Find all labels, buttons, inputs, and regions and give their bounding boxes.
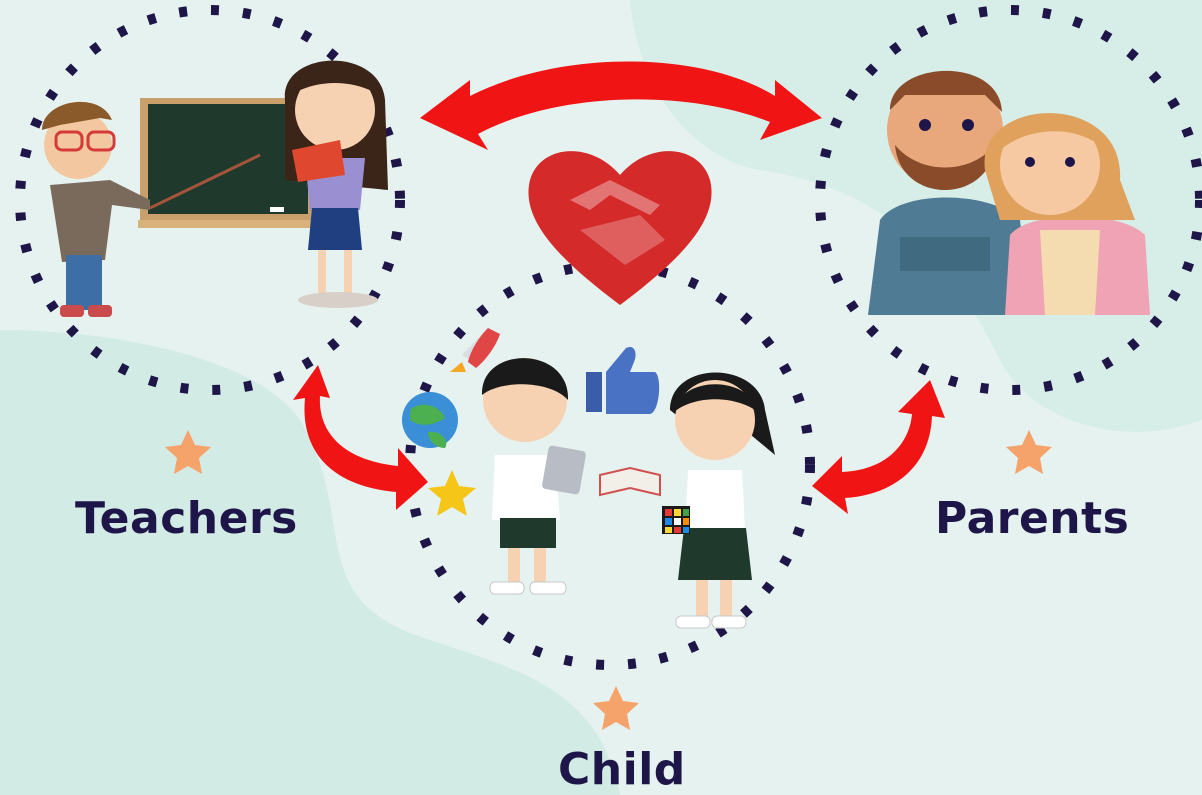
teachers-dotted-circle — [15, 5, 405, 395]
teacher-woman — [284, 60, 388, 308]
rocket-icon — [450, 328, 500, 372]
child-illustration — [402, 328, 775, 629]
child-label: Child — [558, 744, 686, 795]
child-dotted-circle — [405, 260, 815, 670]
arrows — [293, 61, 945, 514]
girl-student — [662, 372, 775, 629]
boy-student — [481, 358, 586, 595]
rubiks-cube-icon — [662, 506, 690, 534]
teachers-parents-arrow — [420, 61, 822, 150]
child-star-icon — [593, 686, 639, 730]
tablet-icon — [542, 445, 586, 495]
parents-label: Parents — [935, 493, 1130, 544]
teachers-illustration — [42, 60, 388, 317]
book-icon — [599, 466, 661, 497]
teachers-child-arrow — [293, 365, 428, 510]
dotted-circles — [15, 5, 1202, 670]
star-icon — [428, 470, 476, 516]
globe-icon — [402, 392, 458, 448]
parents-illustration — [868, 70, 1150, 315]
teachers-star-icon — [165, 430, 211, 474]
parents-child-arrow — [812, 380, 945, 514]
chalkboard — [138, 98, 318, 228]
teachers-label: Teachers — [75, 493, 298, 544]
thumbs-up-icon — [586, 346, 660, 414]
handshake-heart-icon — [528, 151, 712, 305]
parents-star-icon — [1006, 430, 1052, 474]
teacher-man — [42, 101, 261, 317]
orange-stars — [165, 430, 1052, 730]
parents-dotted-circle — [815, 5, 1202, 395]
